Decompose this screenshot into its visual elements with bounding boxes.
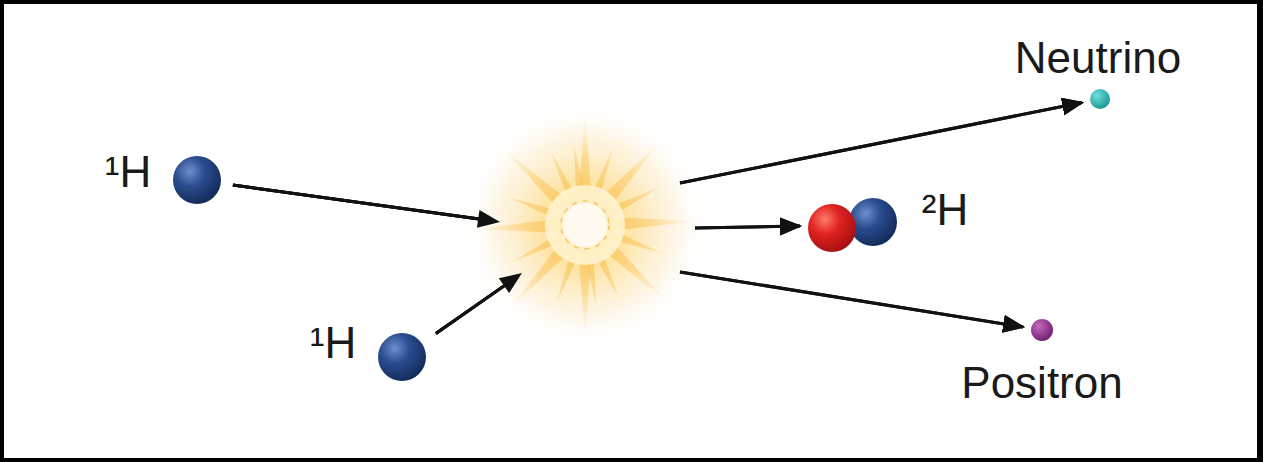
sphere xyxy=(378,333,426,381)
reaction-arrow xyxy=(233,185,1023,327)
arrow-head xyxy=(499,266,527,293)
sphere xyxy=(808,204,856,252)
particle-label: ¹H xyxy=(105,150,151,194)
particle-node: ¹H xyxy=(173,156,221,204)
particle-node: ²H xyxy=(808,198,898,252)
particle-node: Positron xyxy=(1031,319,1053,341)
particle-label: ¹H xyxy=(310,321,356,365)
particle-sphere xyxy=(173,156,221,204)
sphere xyxy=(1090,89,1110,109)
particle-sphere xyxy=(378,333,426,381)
particle-sphere xyxy=(1090,89,1110,109)
reaction-arrow xyxy=(436,103,1082,334)
particle-label: ²H xyxy=(922,188,968,232)
sphere xyxy=(173,156,221,204)
reaction-arrow xyxy=(233,185,800,228)
background xyxy=(4,4,1257,458)
sphere xyxy=(1031,319,1053,341)
particle-node: ¹H xyxy=(378,333,426,381)
reaction-arrow xyxy=(436,226,800,333)
sphere xyxy=(849,198,897,246)
particle-label: Neutrino xyxy=(1015,36,1181,80)
particle-sphere xyxy=(1031,319,1053,341)
fusion-burst xyxy=(460,100,710,350)
arrow-head xyxy=(477,210,501,231)
particle-node: Neutrino xyxy=(1090,89,1110,109)
reaction-arrow xyxy=(436,272,1023,333)
particle-label: Positron xyxy=(961,361,1122,405)
incoming-arrowheads xyxy=(477,210,527,293)
particle-sphere xyxy=(808,198,898,252)
